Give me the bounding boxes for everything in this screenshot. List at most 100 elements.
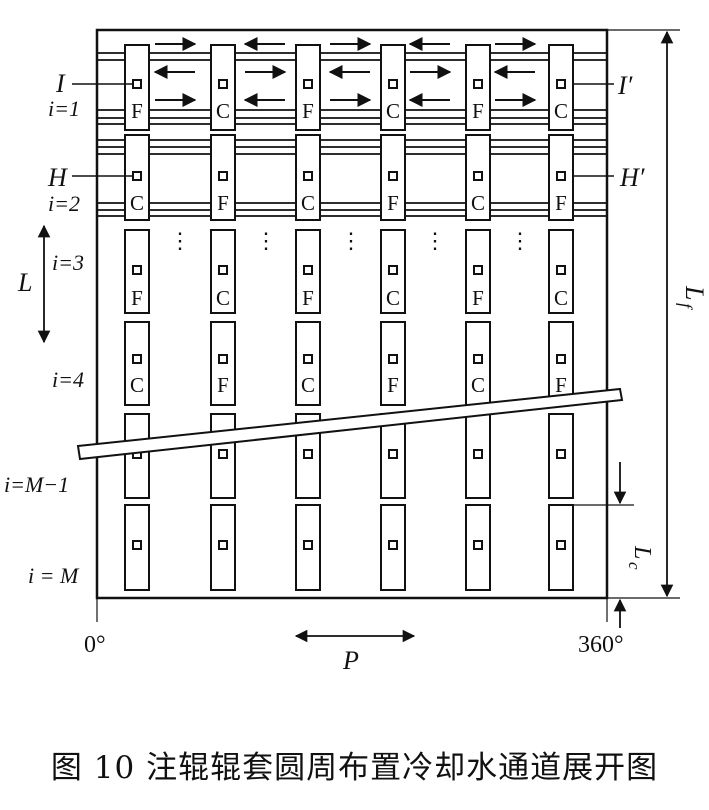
nozzle-marker (218, 354, 228, 364)
channel-block (380, 413, 406, 499)
nozzle-marker (218, 265, 228, 275)
label-Lc: L c (625, 545, 655, 570)
ellipsis-dots: ⋮ (340, 228, 362, 253)
channel-letter: C (471, 191, 485, 215)
channel-letter: C (301, 373, 315, 397)
nozzle-marker (388, 354, 398, 364)
channel-block (380, 229, 406, 314)
nozzle-marker (556, 449, 566, 459)
svg-text:f: f (676, 303, 696, 311)
label-row-i1: i=1 (48, 96, 80, 121)
channel-letter: C (554, 286, 568, 310)
nozzle-marker (132, 79, 142, 89)
label-row-i2: i=2 (48, 191, 80, 216)
channel-block (124, 134, 150, 221)
nozzle-marker (388, 171, 398, 181)
channel-letter: F (472, 286, 484, 310)
channel-grid: F C F C F C C F C F C F F C F C F C C F C F C F ⋮ ⋮ ⋮ ⋮ ⋮ (124, 44, 574, 591)
nozzle-marker (473, 449, 483, 459)
label-L: L (17, 268, 32, 297)
break-line (76, 387, 624, 461)
nozzle-marker (473, 540, 483, 550)
nozzle-marker (556, 354, 566, 364)
nozzle-marker (132, 354, 142, 364)
nozzle-marker (218, 79, 228, 89)
channel-letter: C (386, 99, 400, 123)
channel-block (548, 413, 574, 499)
label-row-i3: i=3 (52, 250, 84, 275)
flow-arrows (153, 37, 537, 107)
svg-text:c: c (625, 562, 644, 570)
channel-letter: C (554, 99, 568, 123)
label-section-I: I (55, 69, 66, 98)
nozzle-marker (556, 79, 566, 89)
ellipsis-dots: ⋮ (424, 228, 446, 253)
nozzle-marker (473, 265, 483, 275)
channel-letter: C (130, 373, 144, 397)
channel-block (124, 413, 150, 499)
nozzle-marker (303, 449, 313, 459)
channel-letter: F (131, 286, 143, 310)
channel-letter: C (386, 286, 400, 310)
svg-text:L: L (629, 545, 655, 559)
roll-sleeve-outline (95, 28, 609, 600)
channel-letter: F (217, 191, 229, 215)
nozzle-marker (388, 265, 398, 275)
nozzle-marker (556, 540, 566, 550)
channel-block (465, 44, 491, 131)
svg-text:L: L (680, 285, 709, 300)
label-Lf: L f (676, 285, 709, 311)
channel-block (548, 44, 574, 131)
label-section-H-prime: H′ (619, 163, 645, 192)
nozzle-marker (132, 265, 142, 275)
channel-letter: F (217, 373, 229, 397)
nozzle-marker (218, 449, 228, 459)
label-section-I-prime: I′ (617, 71, 633, 100)
nozzle-marker (556, 171, 566, 181)
channel-letter: C (301, 191, 315, 215)
channel-letter: C (216, 286, 230, 310)
cooling-channel-diagram: F C F C F C C F C F C F F C F C F C C F C F C F ⋮ ⋮ ⋮ ⋮ ⋮ I i=1 H i=… (4, 28, 709, 675)
channel-letter: C (130, 191, 144, 215)
channel-block (465, 321, 491, 406)
channel-letter: F (555, 373, 567, 397)
nozzle-marker (303, 265, 313, 275)
channel-block (380, 504, 406, 591)
figure-caption: 图 10 注辊辊套圆周布置冷却水通道展开图 (50, 750, 659, 786)
label-row-i4: i=4 (52, 367, 84, 392)
channel-letter: F (472, 99, 484, 123)
nozzle-marker (218, 540, 228, 550)
channel-letter: F (302, 286, 314, 310)
label-360deg: 360° (578, 632, 624, 658)
nozzle-marker (303, 79, 313, 89)
nozzle-marker (303, 171, 313, 181)
nozzle-marker (556, 265, 566, 275)
nozzle-marker (303, 540, 313, 550)
ellipsis-dots: ⋮ (169, 228, 191, 253)
nozzle-marker (388, 540, 398, 550)
channel-letter: F (302, 99, 314, 123)
nozzle-marker (473, 79, 483, 89)
label-P: P (342, 646, 359, 675)
nozzle-marker (218, 171, 228, 181)
label-section-H: H (47, 163, 68, 192)
ellipsis-dots: ⋮ (509, 228, 531, 253)
pipe-bands (97, 52, 607, 217)
nozzle-marker (473, 354, 483, 364)
channel-letter: F (555, 191, 567, 215)
nozzle-marker (132, 171, 142, 181)
nozzle-marker (388, 79, 398, 89)
label-0deg: 0° (84, 632, 106, 658)
nozzle-marker (303, 354, 313, 364)
channel-letter: F (131, 99, 143, 123)
channel-letter: F (387, 373, 399, 397)
label-row-iM: i = M (28, 563, 80, 588)
nozzle-marker (473, 171, 483, 181)
channel-letter: F (387, 191, 399, 215)
ellipsis-dots: ⋮ (255, 228, 277, 253)
nozzle-marker (388, 449, 398, 459)
nozzle-marker (132, 540, 142, 550)
channel-letter: C (216, 99, 230, 123)
channel-letter: C (471, 373, 485, 397)
label-row-iM1: i=M−1 (4, 472, 69, 497)
